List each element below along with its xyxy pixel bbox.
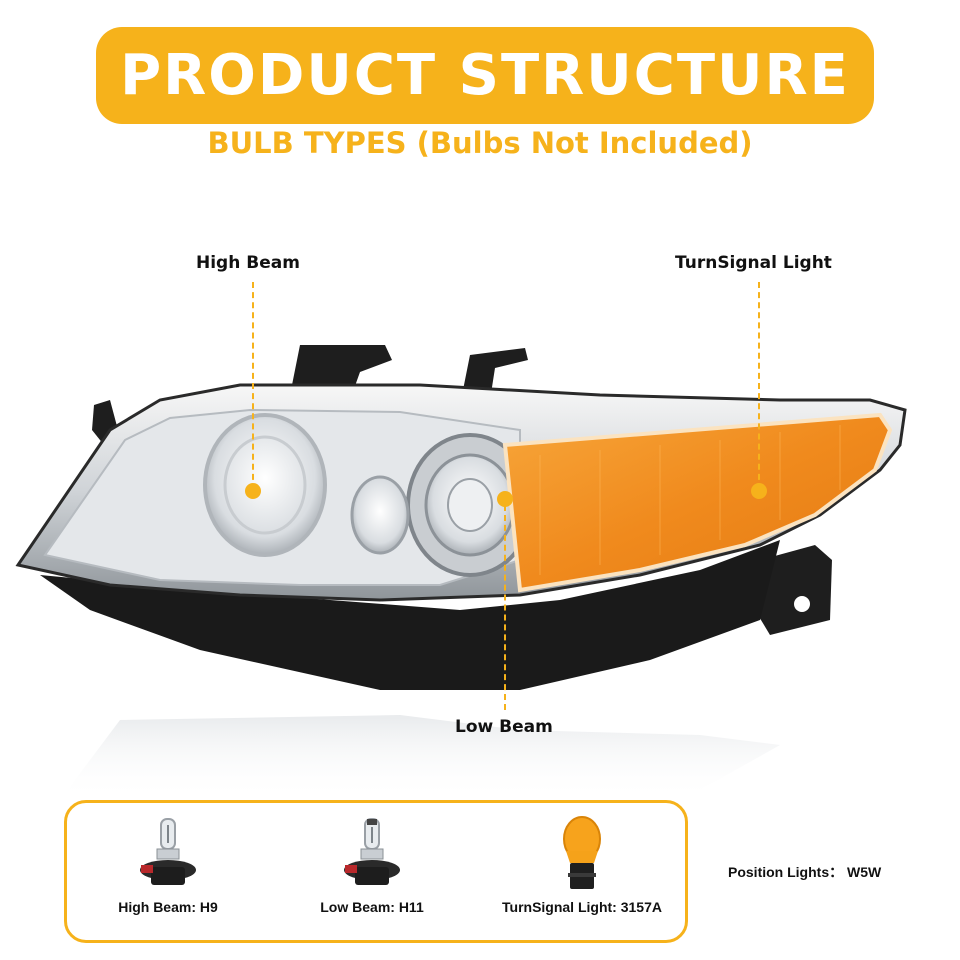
title-banner: PRODUCT STRUCTURE xyxy=(96,27,874,124)
bulb-label-h11: Low Beam: H11 xyxy=(320,899,424,915)
bulb-item-h9: High Beam: H9 xyxy=(103,803,233,915)
bulb-item-h11: Low Beam: H11 xyxy=(307,803,437,915)
marker-low-beam xyxy=(497,491,513,507)
callout-low-beam: Low Beam xyxy=(455,717,553,737)
bulb-types-panel: High Beam: H9 Low Beam: H11 TurnSignal L… xyxy=(64,800,688,943)
callout-high-beam: High Beam xyxy=(196,253,300,273)
housing-base xyxy=(40,540,780,690)
leader-high-beam xyxy=(252,282,254,490)
high-beam-reflector xyxy=(203,413,327,557)
3157a-amber-bulb-icon xyxy=(563,816,601,889)
h11-bulb-icon xyxy=(344,818,400,885)
low-beam-projector xyxy=(350,433,534,577)
bulb-label-3157a: TurnSignal Light: 3157A xyxy=(502,899,662,915)
h9-bulb-icon xyxy=(140,818,196,885)
marker-high-beam xyxy=(245,483,261,499)
position-lights-label: Position Lights： W5W xyxy=(728,864,882,880)
marker-turn-signal xyxy=(751,483,767,499)
callout-turn-signal: TurnSignal Light xyxy=(675,253,832,273)
page-title: PRODUCT STRUCTURE xyxy=(120,43,850,108)
leader-low-beam xyxy=(504,505,506,710)
turn-signal-lens xyxy=(502,412,893,593)
leader-turn-signal xyxy=(758,282,760,490)
bulb-label-h9: High Beam: H9 xyxy=(118,899,218,915)
page-subtitle: BULB TYPES (Bulbs Not Included) xyxy=(207,126,753,160)
bulb-item-3157a: TurnSignal Light: 3157A xyxy=(492,803,672,915)
